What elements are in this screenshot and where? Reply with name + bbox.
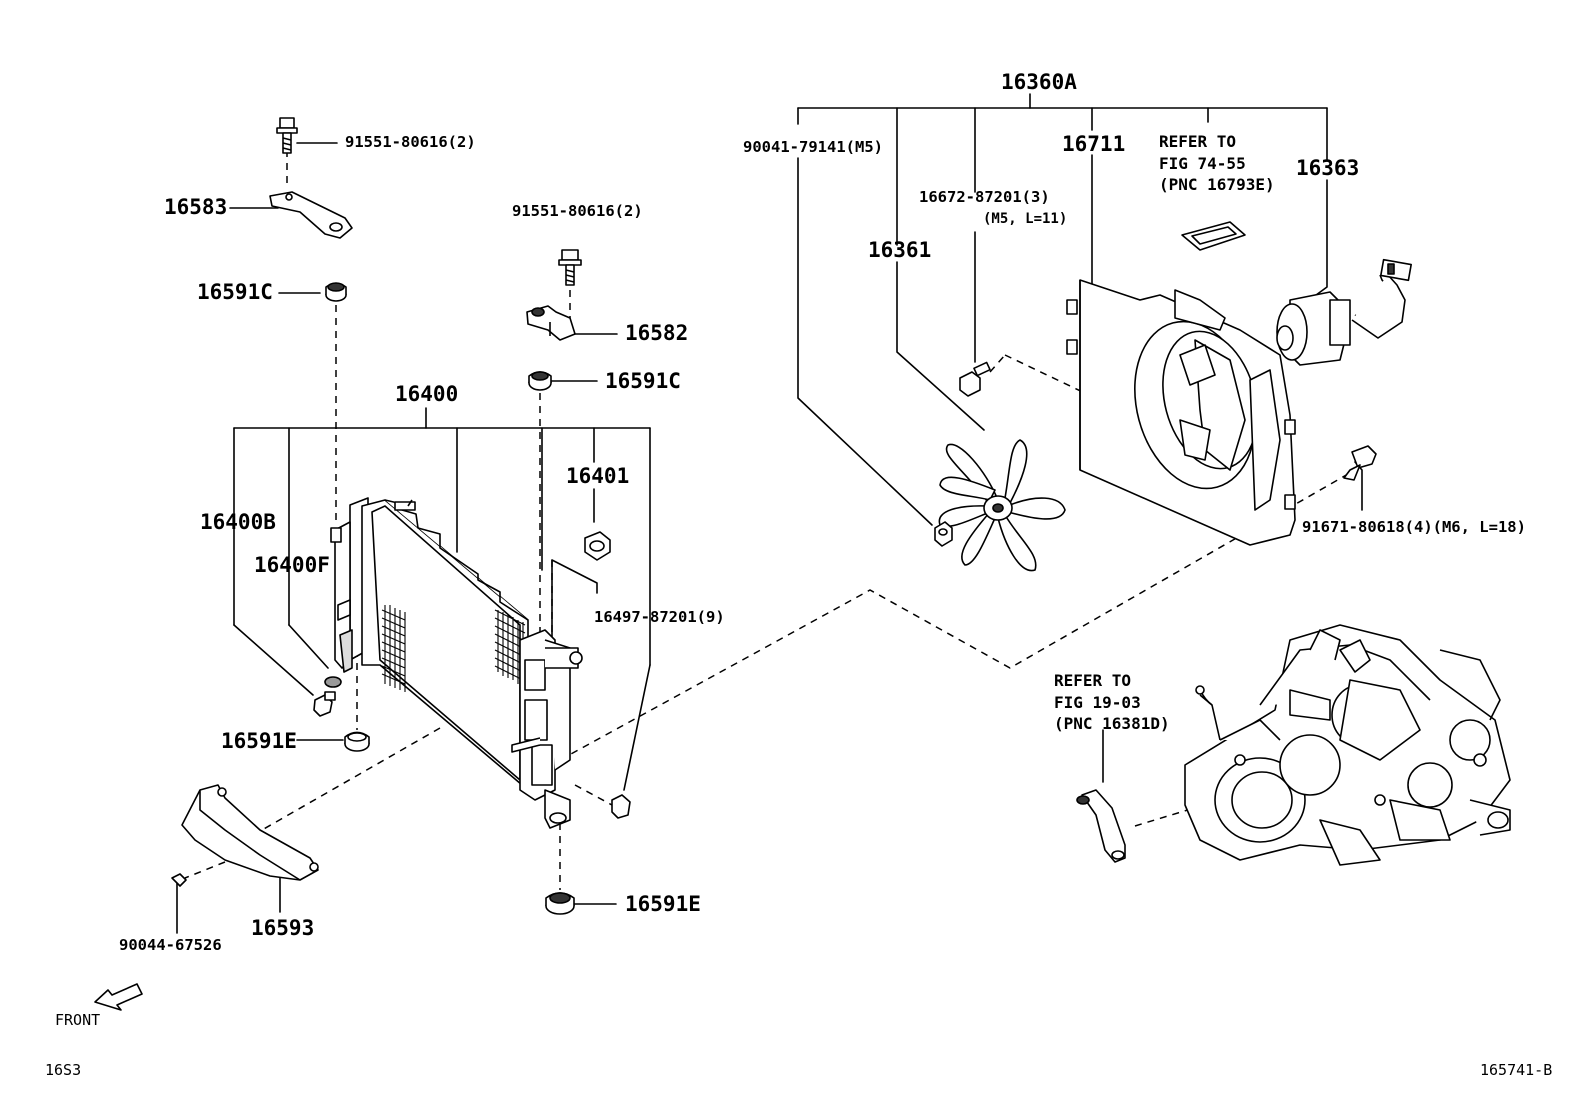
ref-fig19-line2: FIG 19-03 — [1054, 692, 1141, 712]
label-16400B: 16400B — [200, 510, 276, 534]
label-16497: 16497-87201(9) — [594, 608, 725, 626]
diagram-code-left: 16S3 — [45, 1061, 82, 1079]
ref-fig19-line3: (PNC 16381D) — [1054, 714, 1170, 734]
bracket-16582 — [527, 306, 575, 340]
dash-16593 — [262, 728, 440, 830]
label-90041: 90041-79141(M5) — [743, 138, 883, 156]
leader-16497 — [552, 560, 597, 640]
dash-16497 — [575, 785, 612, 805]
ref-fig74-line1: REFER TO — [1159, 132, 1237, 151]
label-sticker — [1182, 222, 1245, 250]
grommet-16591C-right — [529, 372, 551, 390]
label-90044: 90044-67526 — [119, 936, 222, 954]
core-mesh-left — [382, 605, 405, 692]
plug-16400F — [325, 677, 341, 687]
label-16593: 16593 — [251, 916, 315, 940]
bracket-16400 — [234, 408, 650, 790]
bracket-16360A — [798, 94, 1327, 245]
bolt-91671 — [1344, 446, 1376, 480]
ref-fig74: REFER TO FIG 74-55 (PNC 16793E) — [1159, 131, 1275, 196]
label-16400F: 16400F — [254, 553, 330, 577]
label-16591E-b: 16591E — [625, 892, 701, 916]
label-16401: 16401 — [566, 464, 630, 488]
dash-16672 — [990, 355, 1005, 372]
label-16672-note: (M5, L=11) — [983, 211, 1068, 227]
shield-16593 — [182, 785, 318, 880]
leader-16363 — [1312, 180, 1327, 298]
screw-90044 — [172, 874, 186, 886]
hose-16381D — [1077, 790, 1125, 862]
grommet-16591E-left — [345, 733, 369, 752]
bracket-16583 — [270, 192, 352, 238]
label-91671: 91671-80618(4)(M6, L=18) — [1302, 518, 1526, 536]
engine-assembly — [1185, 625, 1510, 865]
diagram-code-right: 165741-B — [1480, 1061, 1553, 1079]
clip-16497 — [612, 795, 630, 818]
shroud-16711 — [1067, 280, 1295, 545]
label-16400: 16400 — [395, 382, 459, 406]
ref-fig19-line1: REFER TO — [1054, 671, 1132, 690]
leader-90041 — [798, 158, 932, 525]
radiator-16400 — [331, 498, 582, 828]
ref-fig74-line2: FIG 74-55 — [1159, 153, 1246, 173]
label-16583: 16583 — [164, 195, 228, 219]
label-16591E-a: 16591E — [221, 729, 297, 753]
core-mesh-right — [495, 610, 525, 686]
dash-90044 — [185, 862, 225, 878]
bolt-91551-right — [559, 250, 581, 285]
grommet-16591E-right — [546, 893, 574, 914]
label-16361: 16361 — [868, 238, 932, 262]
front-arrow-icon — [95, 984, 142, 1010]
dash-fan-assembly — [560, 470, 1355, 760]
cap-16401 — [585, 532, 610, 560]
label-16363: 16363 — [1296, 156, 1360, 180]
bolt-16672 — [960, 362, 990, 396]
label-16582: 16582 — [625, 321, 689, 345]
label-16711: 16711 — [1062, 132, 1126, 156]
drain-plug-16400B — [314, 692, 335, 716]
leader-16361 — [897, 262, 984, 430]
grommet-16591C-left — [326, 283, 346, 301]
nut-90041 — [935, 522, 952, 546]
label-16591C-b: 16591C — [605, 369, 681, 393]
ref-fig19: REFER TO FIG 19-03 (PNC 16381D) — [1054, 670, 1170, 735]
label-16360A: 16360A — [1001, 70, 1077, 94]
label-16672: 16672-87201(3) — [919, 188, 1050, 206]
bolt-91551-left — [277, 118, 297, 153]
ref-fig74-line3: (PNC 16793E) — [1159, 175, 1275, 195]
label-91551-b: 91551-80616(2) — [512, 202, 643, 220]
label-91551-a: 91551-80616(2) — [345, 133, 476, 151]
motor-16363 — [1277, 260, 1411, 365]
front-label: FRONT — [55, 1011, 101, 1029]
fan-16361 — [939, 440, 1065, 571]
label-16591C-a: 16591C — [197, 280, 273, 304]
